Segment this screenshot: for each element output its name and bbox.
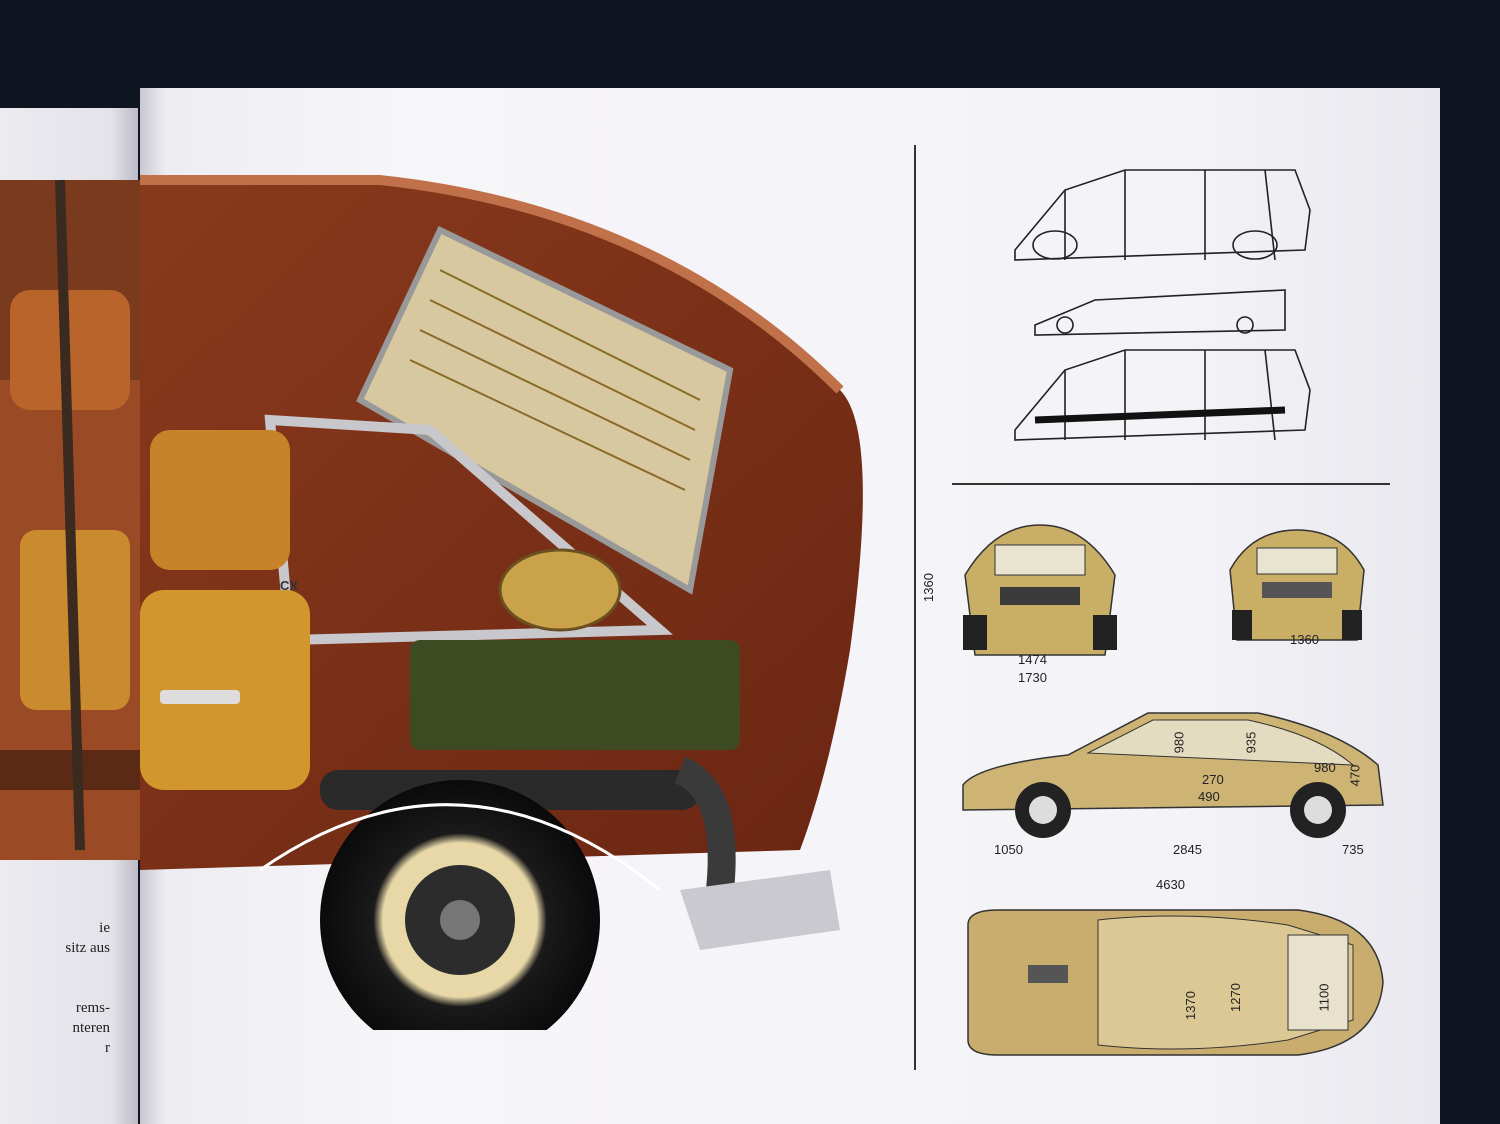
dim-seat-c: 270 [1202,772,1224,787]
dim-inner-width-1: 1370 [1182,991,1198,1020]
front-view-drawing [963,524,1117,656]
dim-rear-track: 1360 [1290,632,1319,647]
left-text-line-4: nteren [72,1020,110,1036]
left-text-line-5: r [105,1040,110,1056]
vertical-divider [914,145,916,1070]
dim-rear-overhang: 735 [1342,842,1364,857]
dim-front-overhang: 1050 [994,842,1023,857]
body-shell-drawing [1014,169,1311,441]
dim-trunk-height: 470 [1347,764,1363,787]
interior-cutaway-left [0,179,140,860]
left-text-line-3: rems- [75,1000,110,1016]
cx-badge: CX [280,578,299,593]
dim-front-height: 1360 [920,573,936,602]
car-cutaway-illustration [140,175,863,1030]
left-text-line-1: ie [99,920,110,936]
dim-seat-d: 490 [1198,789,1220,804]
top-view-drawing [967,909,1384,1056]
dim-trunk-length: 980 [1314,760,1336,775]
rear-view-drawing [1229,529,1365,641]
dim-length: 4630 [1156,877,1185,892]
side-view-drawing [962,712,1384,838]
dim-seat-b: 935 [1243,731,1259,754]
dim-inner-width-3: 1100 [1316,983,1332,1012]
dim-wheelbase: 2845 [1173,842,1202,857]
dim-front-track: 1474 [1018,652,1047,667]
dim-width: 1730 [1018,670,1047,685]
dim-inner-width-2: 1270 [1227,983,1243,1012]
horizontal-divider [952,483,1390,485]
dim-seat-a: 980 [1171,731,1187,754]
left-text-line-2: sitz aus [65,940,110,956]
